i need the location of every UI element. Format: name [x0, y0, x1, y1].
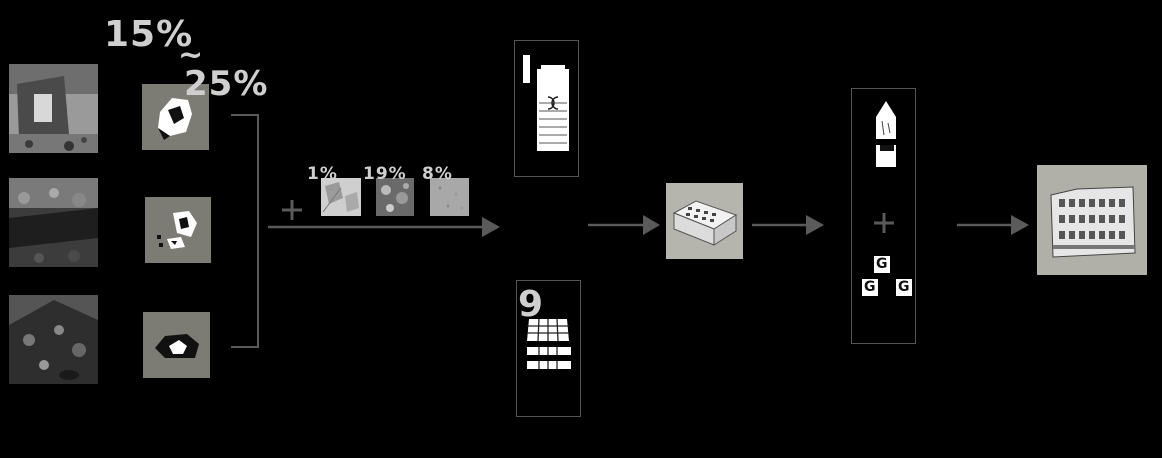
additive-sample-1	[321, 178, 361, 216]
additive-sample-3	[430, 178, 469, 216]
grout-block-3	[896, 279, 912, 296]
additive-percent-1: 1%	[307, 164, 338, 184]
grout-block-1	[874, 256, 890, 273]
percent-label-15: 15%	[104, 14, 194, 55]
grout-label-2: G	[864, 279, 877, 295]
additive-percent-3: 8%	[422, 164, 453, 184]
rubble-soil-photo	[9, 178, 98, 267]
additive-sample-2	[376, 178, 414, 216]
fragment-tile-medium	[145, 197, 211, 263]
assembly-frame	[851, 88, 916, 344]
grout-block-2	[862, 279, 878, 296]
fragment-tile-large	[142, 84, 209, 150]
mould-number-label: 9	[518, 284, 545, 325]
hollow-brick-tile	[666, 183, 743, 259]
demolished-building-photo	[9, 64, 98, 153]
building-facade-tile	[1037, 165, 1147, 275]
rubble-pile-photo	[9, 295, 98, 384]
fragment-tile-small	[143, 312, 210, 378]
mould-frame	[516, 280, 581, 417]
grout-label-1: G	[876, 256, 889, 272]
grout-label-3: G	[898, 279, 911, 295]
additive-percent-2: 19%	[363, 164, 407, 184]
press-frame	[514, 40, 579, 177]
percent-label-25: 25%	[184, 64, 269, 104]
tilde-label: ~	[178, 38, 205, 73]
